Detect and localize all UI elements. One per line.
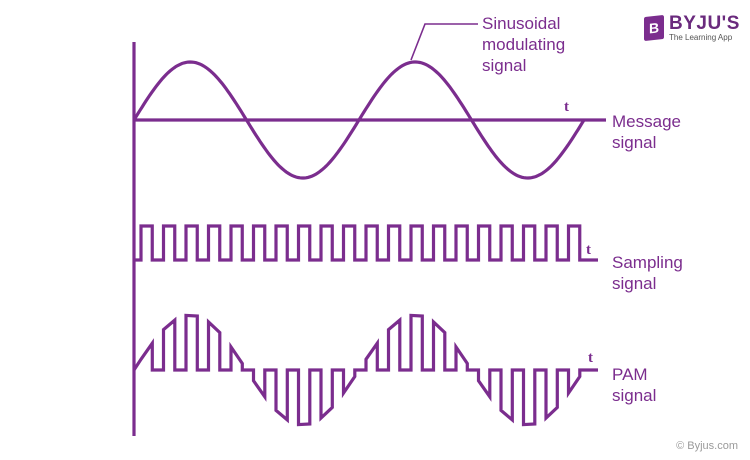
- sinusoidal-label: Sinusoidal modulating signal: [482, 13, 565, 76]
- logo-text: BYJU'S The Learning App: [669, 14, 740, 42]
- sinusoidal-label-line1: Sinusoidal: [482, 14, 561, 33]
- sampling-label-line2: signal: [612, 274, 657, 293]
- sampling-signal-label: Sampling signal: [612, 252, 683, 294]
- pam-label-line2: signal: [612, 386, 657, 405]
- pam-signal-wave: [132, 313, 598, 427]
- sinusoidal-label-line3: signal: [482, 56, 527, 75]
- pam-signal-label: PAM signal: [612, 364, 656, 406]
- message-signal-label: Message signal: [612, 111, 681, 153]
- pam-label-line1: PAM: [612, 365, 648, 384]
- byjus-logo: B BYJU'S The Learning App: [644, 14, 740, 42]
- sampling-label-line1: Sampling: [612, 253, 683, 272]
- logo-badge-icon: B: [644, 14, 664, 42]
- sampling-time-marker: t: [586, 242, 591, 258]
- sinusoidal-label-leader: [410, 23, 478, 61]
- pam-time-marker: t: [588, 350, 593, 366]
- logo-tagline: The Learning App: [669, 33, 733, 42]
- message-label-line2: signal: [612, 133, 657, 152]
- message-time-marker: t: [564, 99, 569, 115]
- copyright-text: © Byjus.com: [676, 440, 738, 452]
- message-label-line1: Message: [612, 112, 681, 131]
- message-signal-wave: [132, 60, 586, 180]
- sinusoidal-label-line2: modulating: [482, 35, 566, 54]
- sampling-signal-wave: [134, 224, 598, 262]
- logo-name: BYJU'S: [669, 13, 740, 34]
